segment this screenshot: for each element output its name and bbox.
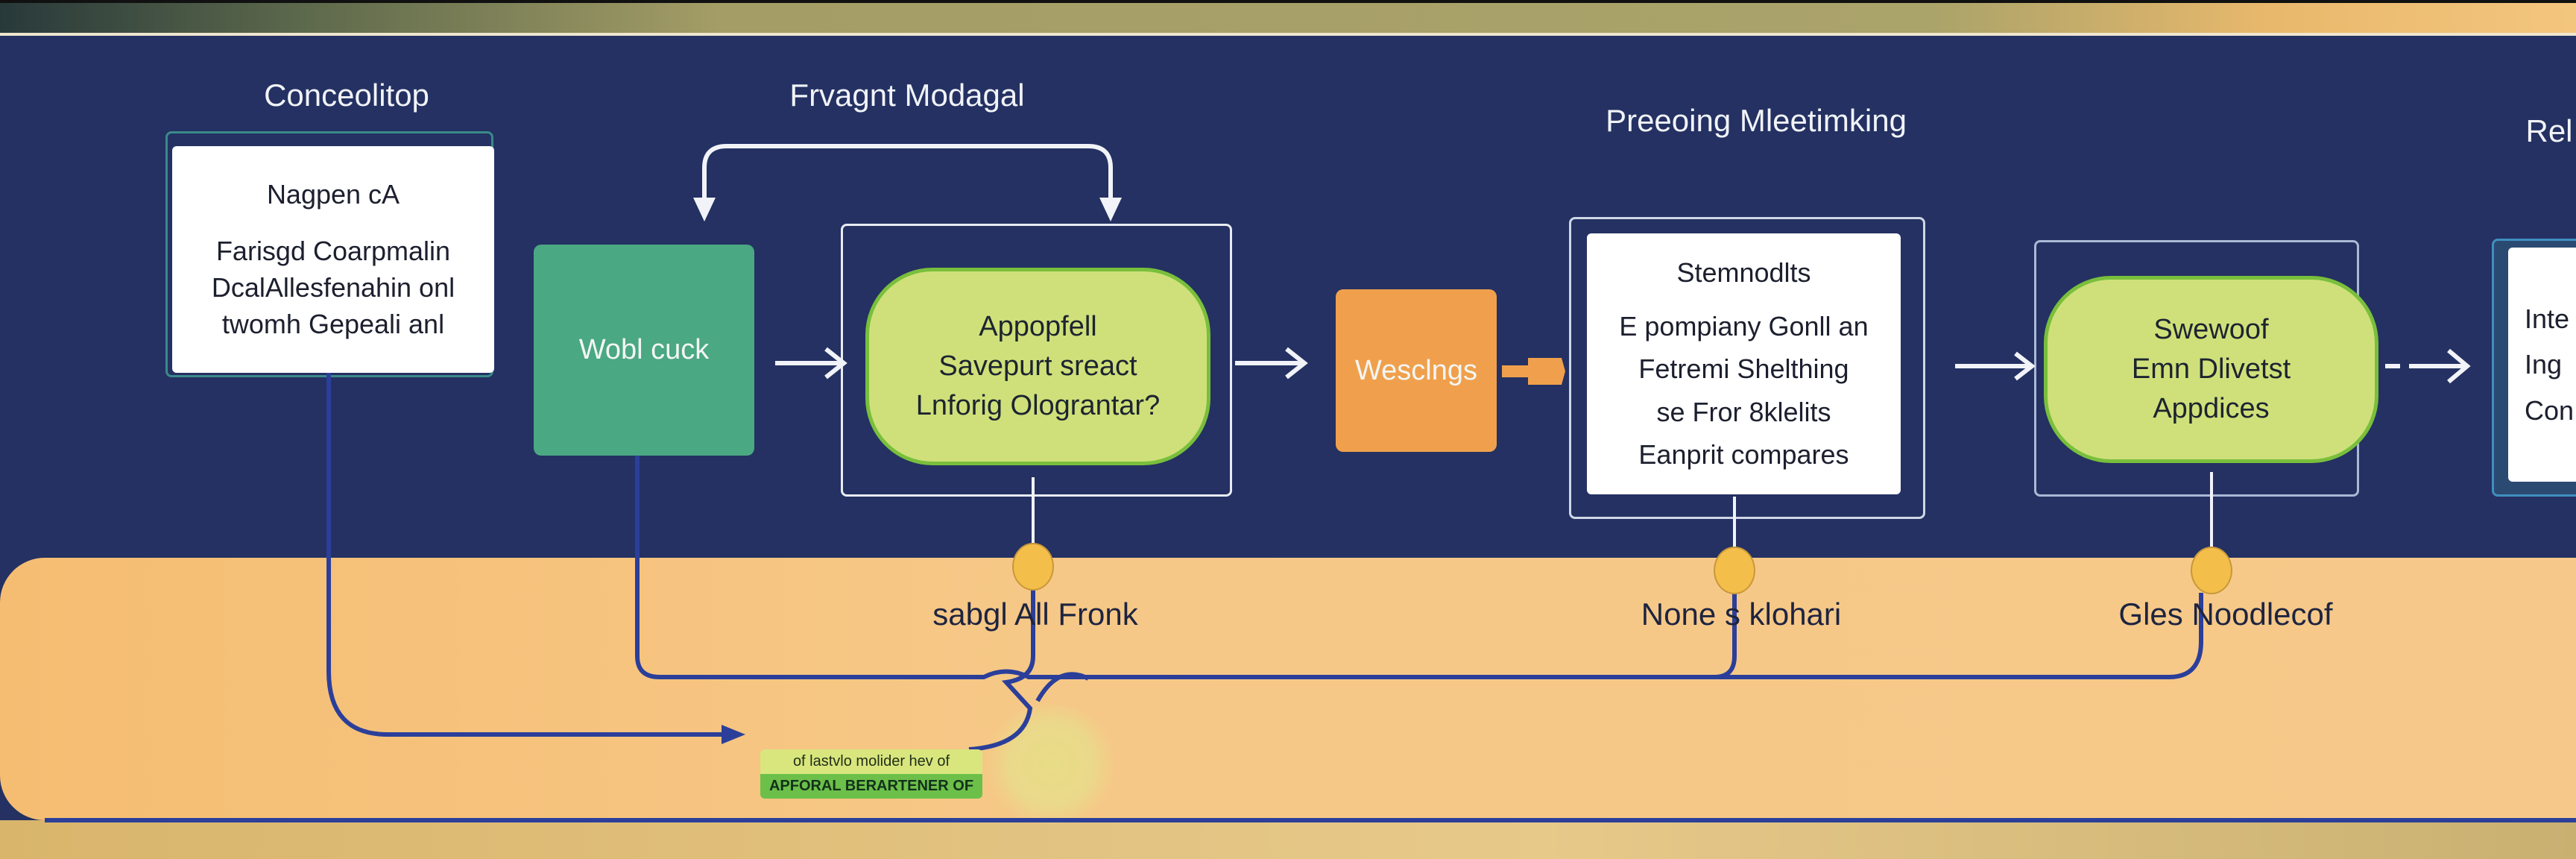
connector-circle1 bbox=[968, 589, 1035, 752]
frame-3 bbox=[1569, 217, 1925, 519]
junction-dot-2 bbox=[1714, 547, 1755, 594]
node-box-1[interactable]: Nagpen cA Farisgd Coarpmalin DcalAllesfe… bbox=[172, 146, 494, 373]
arrow-4 bbox=[1955, 351, 2036, 381]
note-bottom-text: APFORAL BERARTENER OF bbox=[760, 774, 982, 799]
node-line: twomh Gepeali anl bbox=[221, 308, 445, 339]
glow-highlight bbox=[984, 705, 1118, 824]
arrow-1 bbox=[775, 347, 847, 380]
node-line: se Fror 8klelits bbox=[1656, 396, 1831, 427]
node-orange[interactable]: Wesclngs bbox=[1336, 289, 1497, 452]
node-line: Appdices bbox=[2153, 393, 2270, 425]
node-line: Fetremi Shelthing bbox=[1638, 353, 1849, 385]
node-lime-2[interactable]: Swewoof Emn Dlivetst Appdices bbox=[2044, 276, 2378, 463]
top-divider bbox=[0, 33, 2576, 36]
loop-arrow bbox=[702, 144, 1113, 213]
bottom-strip bbox=[0, 820, 2576, 859]
lower-label-1: sabgl All Fronk bbox=[932, 597, 1138, 632]
node-lime-1[interactable]: Appopfell Savepurt sreact Lnforig Ologra… bbox=[865, 268, 1210, 465]
junction-dot-1 bbox=[1012, 543, 1054, 591]
node-line: Savepurt sreact bbox=[938, 350, 1137, 382]
arrow-2 bbox=[1235, 347, 1308, 380]
connector-green bbox=[635, 456, 2203, 679]
node-line: Ing bbox=[2525, 349, 2563, 380]
lower-band bbox=[0, 558, 2576, 820]
node-title: Stemnodlts bbox=[1676, 257, 1811, 289]
heading-1: Conceolitop bbox=[264, 78, 429, 113]
node-line: Appopfell bbox=[979, 310, 1097, 342]
heading-2: Frvagnt Modagal bbox=[789, 78, 1025, 113]
lower-label-2: None s klohari bbox=[1641, 597, 1842, 632]
node-line: Farisgd Coarpmalin bbox=[215, 236, 451, 267]
node-box-3[interactable]: Inte Ing Con bbox=[2508, 248, 2576, 482]
lower-label-3: Gles Noodlecof bbox=[2118, 597, 2333, 632]
connector-circle2 bbox=[1714, 593, 1737, 679]
top-gradient-band bbox=[0, 0, 2576, 33]
node-line: Emn Dlivetst bbox=[2131, 353, 2291, 385]
node-line: E pompiany Gonll an bbox=[1619, 310, 1869, 342]
node-title: Nagpen cA bbox=[266, 178, 400, 210]
note-tag[interactable]: of lastvlo molider hev of APFORAL BERART… bbox=[760, 749, 982, 799]
node-line: Swewoof bbox=[2153, 313, 2269, 345]
node-green[interactable]: Wobl cuck bbox=[534, 245, 754, 456]
node-label: Wesclngs bbox=[1354, 354, 1478, 386]
loop-arrowhead-right bbox=[1099, 198, 1122, 221]
node-line: Con bbox=[2525, 394, 2575, 426]
heading-3: Preeoing Mleetimking bbox=[1606, 103, 1907, 138]
loop-arrowhead-left bbox=[693, 198, 716, 221]
connector-bottom bbox=[45, 672, 2576, 822]
node-label: Wobl cuck bbox=[578, 334, 710, 365]
arrow-5-dashed bbox=[2385, 348, 2471, 384]
node-line: Eanprit compares bbox=[1638, 439, 1849, 471]
arrowhead-note bbox=[722, 725, 745, 744]
node-line: DcalAllesfenahin onl bbox=[211, 272, 455, 303]
heading-4: Rel bbox=[2525, 113, 2573, 148]
note-top-text: of lastvlo molider hev of bbox=[760, 749, 982, 774]
node-line: Lnforig Olograntar? bbox=[915, 390, 1161, 422]
connector-box1 bbox=[326, 373, 727, 737]
small-orange-arrow bbox=[1502, 358, 1565, 385]
junction-dot-3 bbox=[2191, 547, 2232, 594]
node-box-2[interactable]: Stemnodlts E pompiany Gonll an Fetremi S… bbox=[1587, 233, 1901, 494]
node-line: Inte bbox=[2525, 303, 2570, 335]
